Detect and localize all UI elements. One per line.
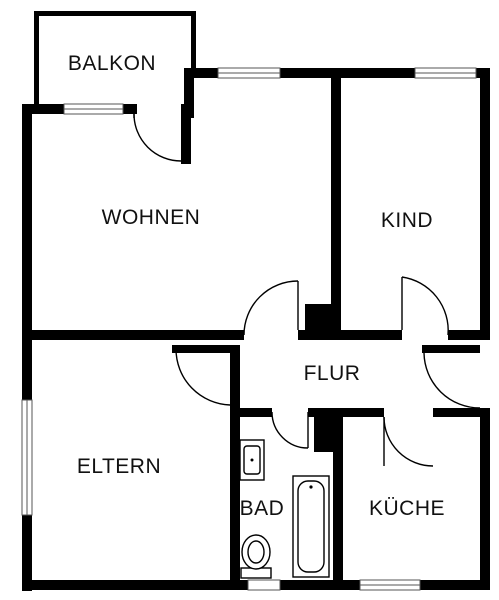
room-label-balkon: BALKON <box>68 52 156 75</box>
windows <box>21 67 477 591</box>
toilet-icon <box>240 534 272 579</box>
exterior-walls <box>22 68 490 591</box>
interior-walls <box>22 68 490 590</box>
room-label-kind: KIND <box>381 209 433 232</box>
sink-icon <box>239 439 265 481</box>
room-label-eltern: ELTERN <box>77 455 161 478</box>
doors <box>133 113 481 467</box>
room-label-wohnen: WOHNEN <box>102 206 201 229</box>
room-label-bad: BAD <box>240 497 285 520</box>
room-label-kueche: KÜCHE <box>369 497 445 520</box>
bathroom-fixtures <box>239 439 330 579</box>
balcony-outline <box>34 11 196 105</box>
room-label-flur: FLUR <box>304 362 361 385</box>
bathtub-icon <box>292 475 330 578</box>
